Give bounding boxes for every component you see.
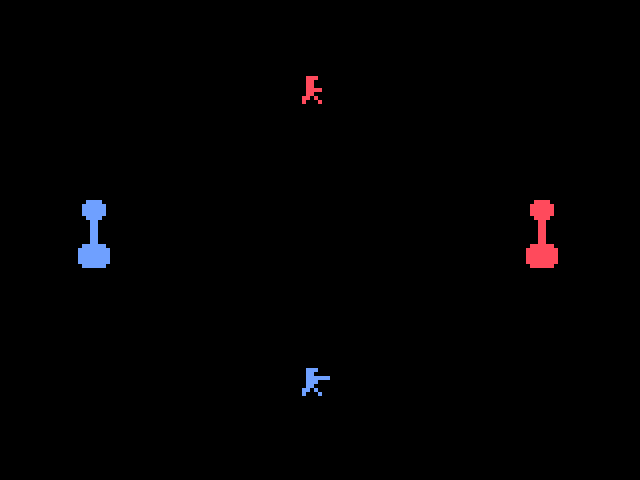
red-base-flag-icon	[526, 200, 558, 268]
blue-soldier-icon[interactable]	[302, 368, 330, 396]
blue-base-flag-icon	[78, 200, 110, 268]
red-soldier-icon[interactable]	[302, 76, 322, 104]
